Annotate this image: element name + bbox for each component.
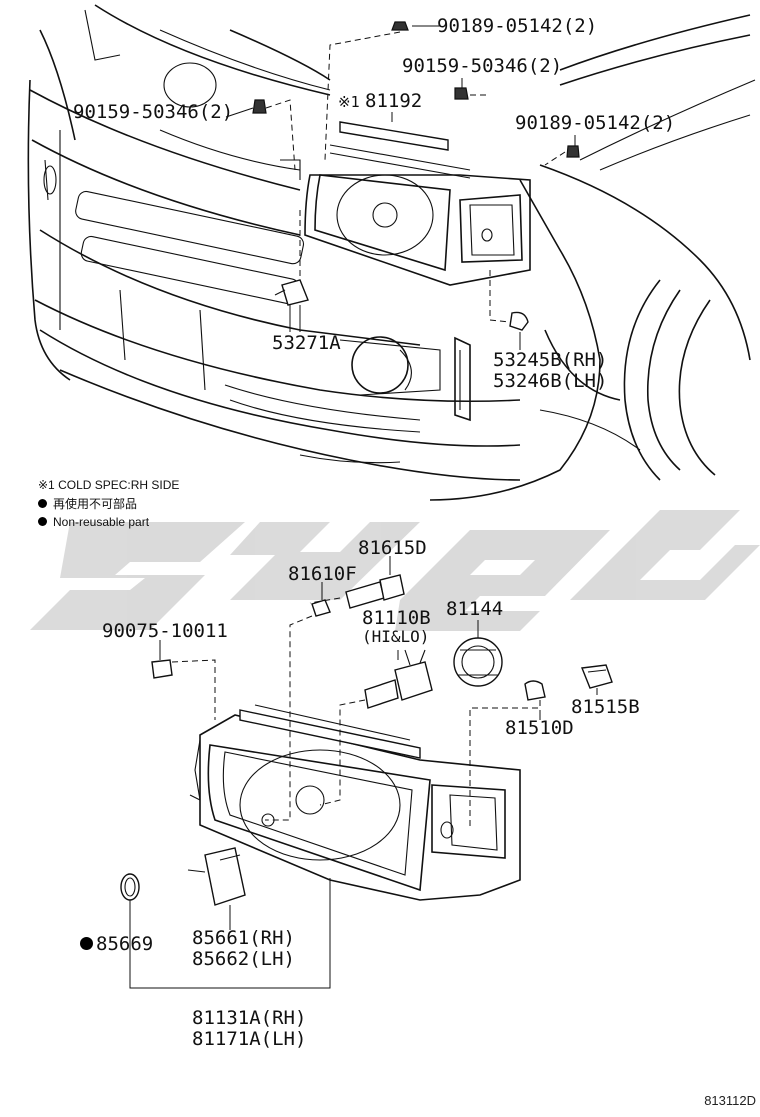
label-81610F: 81610F — [288, 563, 357, 585]
label-81144: 81144 — [446, 598, 504, 620]
label-81192: 81192 — [365, 90, 423, 112]
label-81171A: 81171A(LH) — [192, 1028, 307, 1050]
note-cn-text: 再使用不可部品 — [53, 497, 138, 511]
headlamp-assembly-installed — [274, 121, 531, 331]
label-53245B: 53245B(RH) — [493, 349, 608, 371]
bullet-icon — [38, 517, 47, 526]
label-85669: 85669 — [80, 934, 153, 954]
leader-lines-bottom — [129, 556, 598, 989]
label-90075-10011: 90075-10011 — [102, 620, 228, 642]
label-81510D: 81510D — [505, 717, 574, 739]
label-81515B: 81515B — [571, 696, 640, 718]
label-81615D: 81615D — [358, 537, 427, 559]
watermark-logo — [30, 510, 760, 631]
label-85669-text: 85669 — [96, 933, 154, 955]
note-non-reusable-en: Non-reusable part — [38, 515, 149, 529]
note-en-text: Non-reusable part — [53, 515, 150, 529]
vehicle-front-body — [27, 4, 756, 501]
bullet-icon — [38, 499, 47, 508]
leader-lines-top — [225, 25, 576, 350]
label-90189-05142-top: 90189-05142(2) — [437, 15, 598, 37]
label-cold-spec-mark: ※1 — [338, 93, 360, 111]
bulbs-and-sockets — [151, 574, 613, 709]
headlamp-assembly-exploded — [120, 704, 521, 906]
note-cold-spec: ※1 COLD SPEC:RH SIDE — [38, 478, 180, 492]
fasteners-top — [252, 21, 580, 158]
label-90159-50346-top: 90159-50346(2) — [402, 55, 563, 77]
label-85661: 85661(RH) — [192, 927, 295, 949]
note-non-reusable-cn: 再使用不可部品 — [38, 497, 137, 511]
label-81110B: 81110B — [362, 607, 431, 629]
non-reusable-bullet-icon — [80, 937, 93, 950]
label-53246B: 53246B(LH) — [493, 370, 608, 392]
label-85662: 85662(LH) — [192, 948, 295, 970]
label-81131A: 81131A(RH) — [192, 1007, 307, 1029]
diagram-id: 813112D — [704, 1093, 756, 1108]
label-90189-05142-right: 90189-05142(2) — [515, 112, 676, 134]
label-53271A: 53271A — [272, 332, 341, 354]
label-81110B-sub: (HI&LO) — [362, 627, 430, 646]
label-90159-50346-left: 90159-50346(2) — [73, 101, 234, 123]
